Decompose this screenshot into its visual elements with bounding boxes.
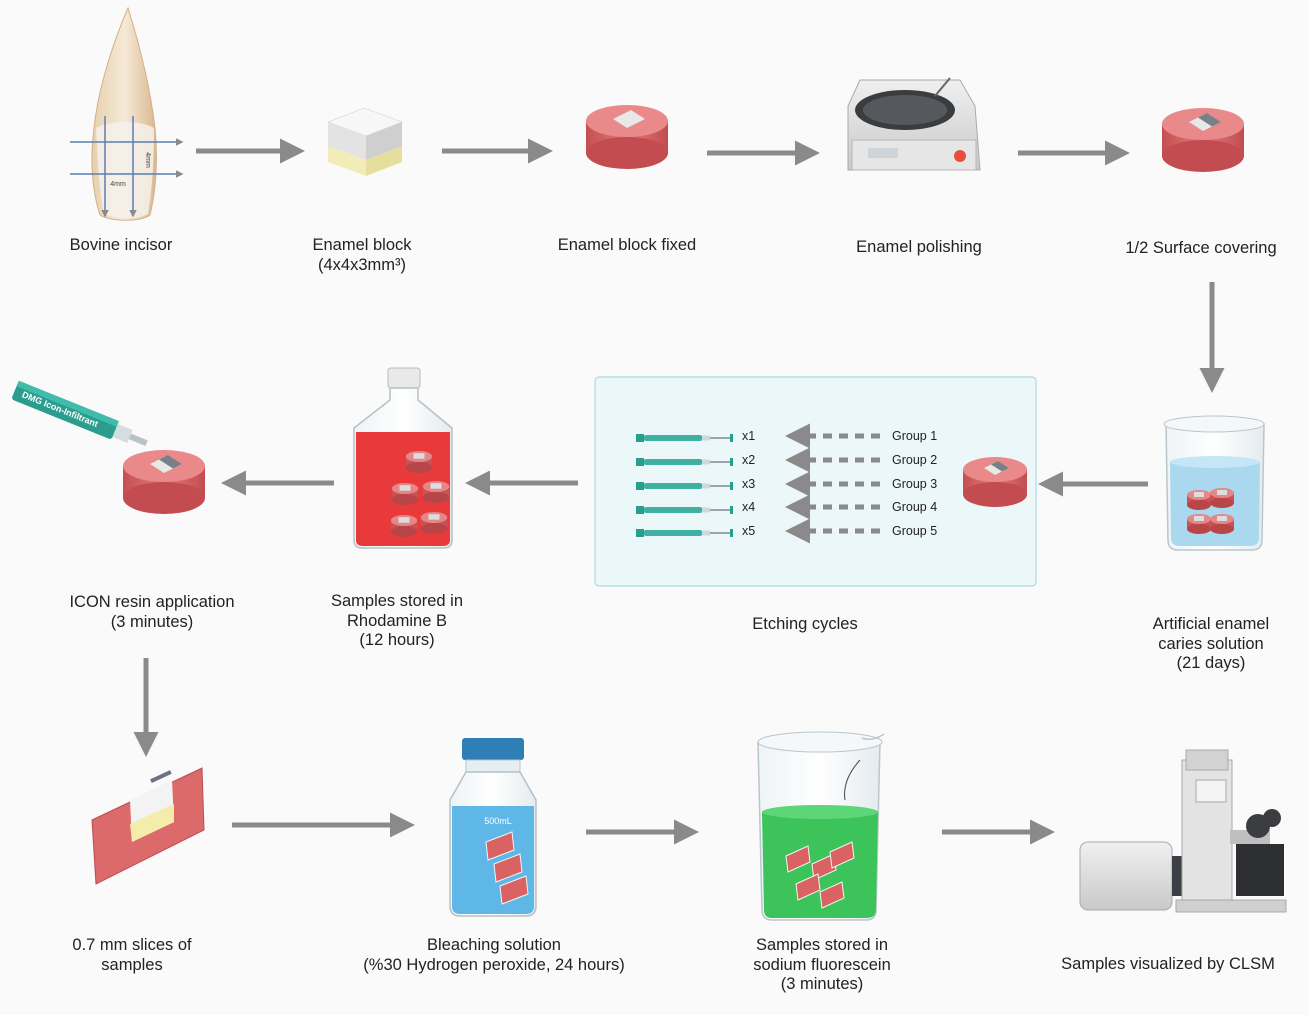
- etching-count-5: x5: [742, 524, 756, 538]
- label-clsm: Samples visualized by CLSM: [1061, 955, 1275, 973]
- bleaching-bottle: 500mL: [449, 738, 537, 917]
- etching-group-4: Group 4: [892, 500, 938, 514]
- sample-slice: [91, 767, 205, 885]
- rhodamine-flask: [353, 367, 453, 549]
- bovine-incisor-illustration: 4mm 4mm: [70, 6, 184, 221]
- label-enamel-block-fixed: Enamel block fixed: [557, 236, 697, 254]
- etching-group-2: Group 2: [892, 453, 938, 467]
- surface-covering-sample: [1162, 108, 1244, 172]
- label-bovine-incisor: Bovine incisor: [69, 236, 173, 254]
- enamel-block-fixed-sample: [586, 105, 668, 169]
- fluorescein-beaker: [757, 731, 885, 921]
- etching-count-1: x1: [742, 429, 756, 443]
- etching-count-4: x4: [742, 500, 756, 514]
- label-etching-cycles: Etching cycles: [752, 615, 858, 633]
- etching-group-5: Group 5: [892, 524, 938, 538]
- etching-count-3: x3: [742, 477, 756, 491]
- label-enamel-block: Enamel block(4x4x3mm³): [312, 236, 412, 274]
- label-bleaching: Bleaching solution(%30 Hydrogen peroxide…: [363, 936, 625, 974]
- etching-sample: [963, 457, 1027, 507]
- enamel-block-cube: [326, 107, 404, 176]
- clsm-microscope-icon: [1079, 749, 1287, 913]
- caries-solution-beaker: [1163, 415, 1265, 551]
- label-surface-covering: 1/2 Surface covering: [1125, 239, 1277, 257]
- bottle-volume-text: 500mL: [484, 816, 512, 826]
- label-enamel-polishing: Enamel polishing: [856, 238, 982, 256]
- etching-group-1: Group 1: [892, 429, 938, 443]
- etching-count-2: x2: [742, 453, 756, 467]
- incisor-dimension-width: 4mm: [110, 181, 126, 188]
- label-icon-resin: ICON resin application(3 minutes): [69, 593, 235, 631]
- incisor-dimension-height: 4mm: [144, 152, 151, 168]
- polishing-machine-icon: [847, 77, 981, 171]
- etching-group-3: Group 3: [892, 477, 938, 491]
- icon-resin-application: DMG Icon-Infiltrant: [12, 380, 205, 514]
